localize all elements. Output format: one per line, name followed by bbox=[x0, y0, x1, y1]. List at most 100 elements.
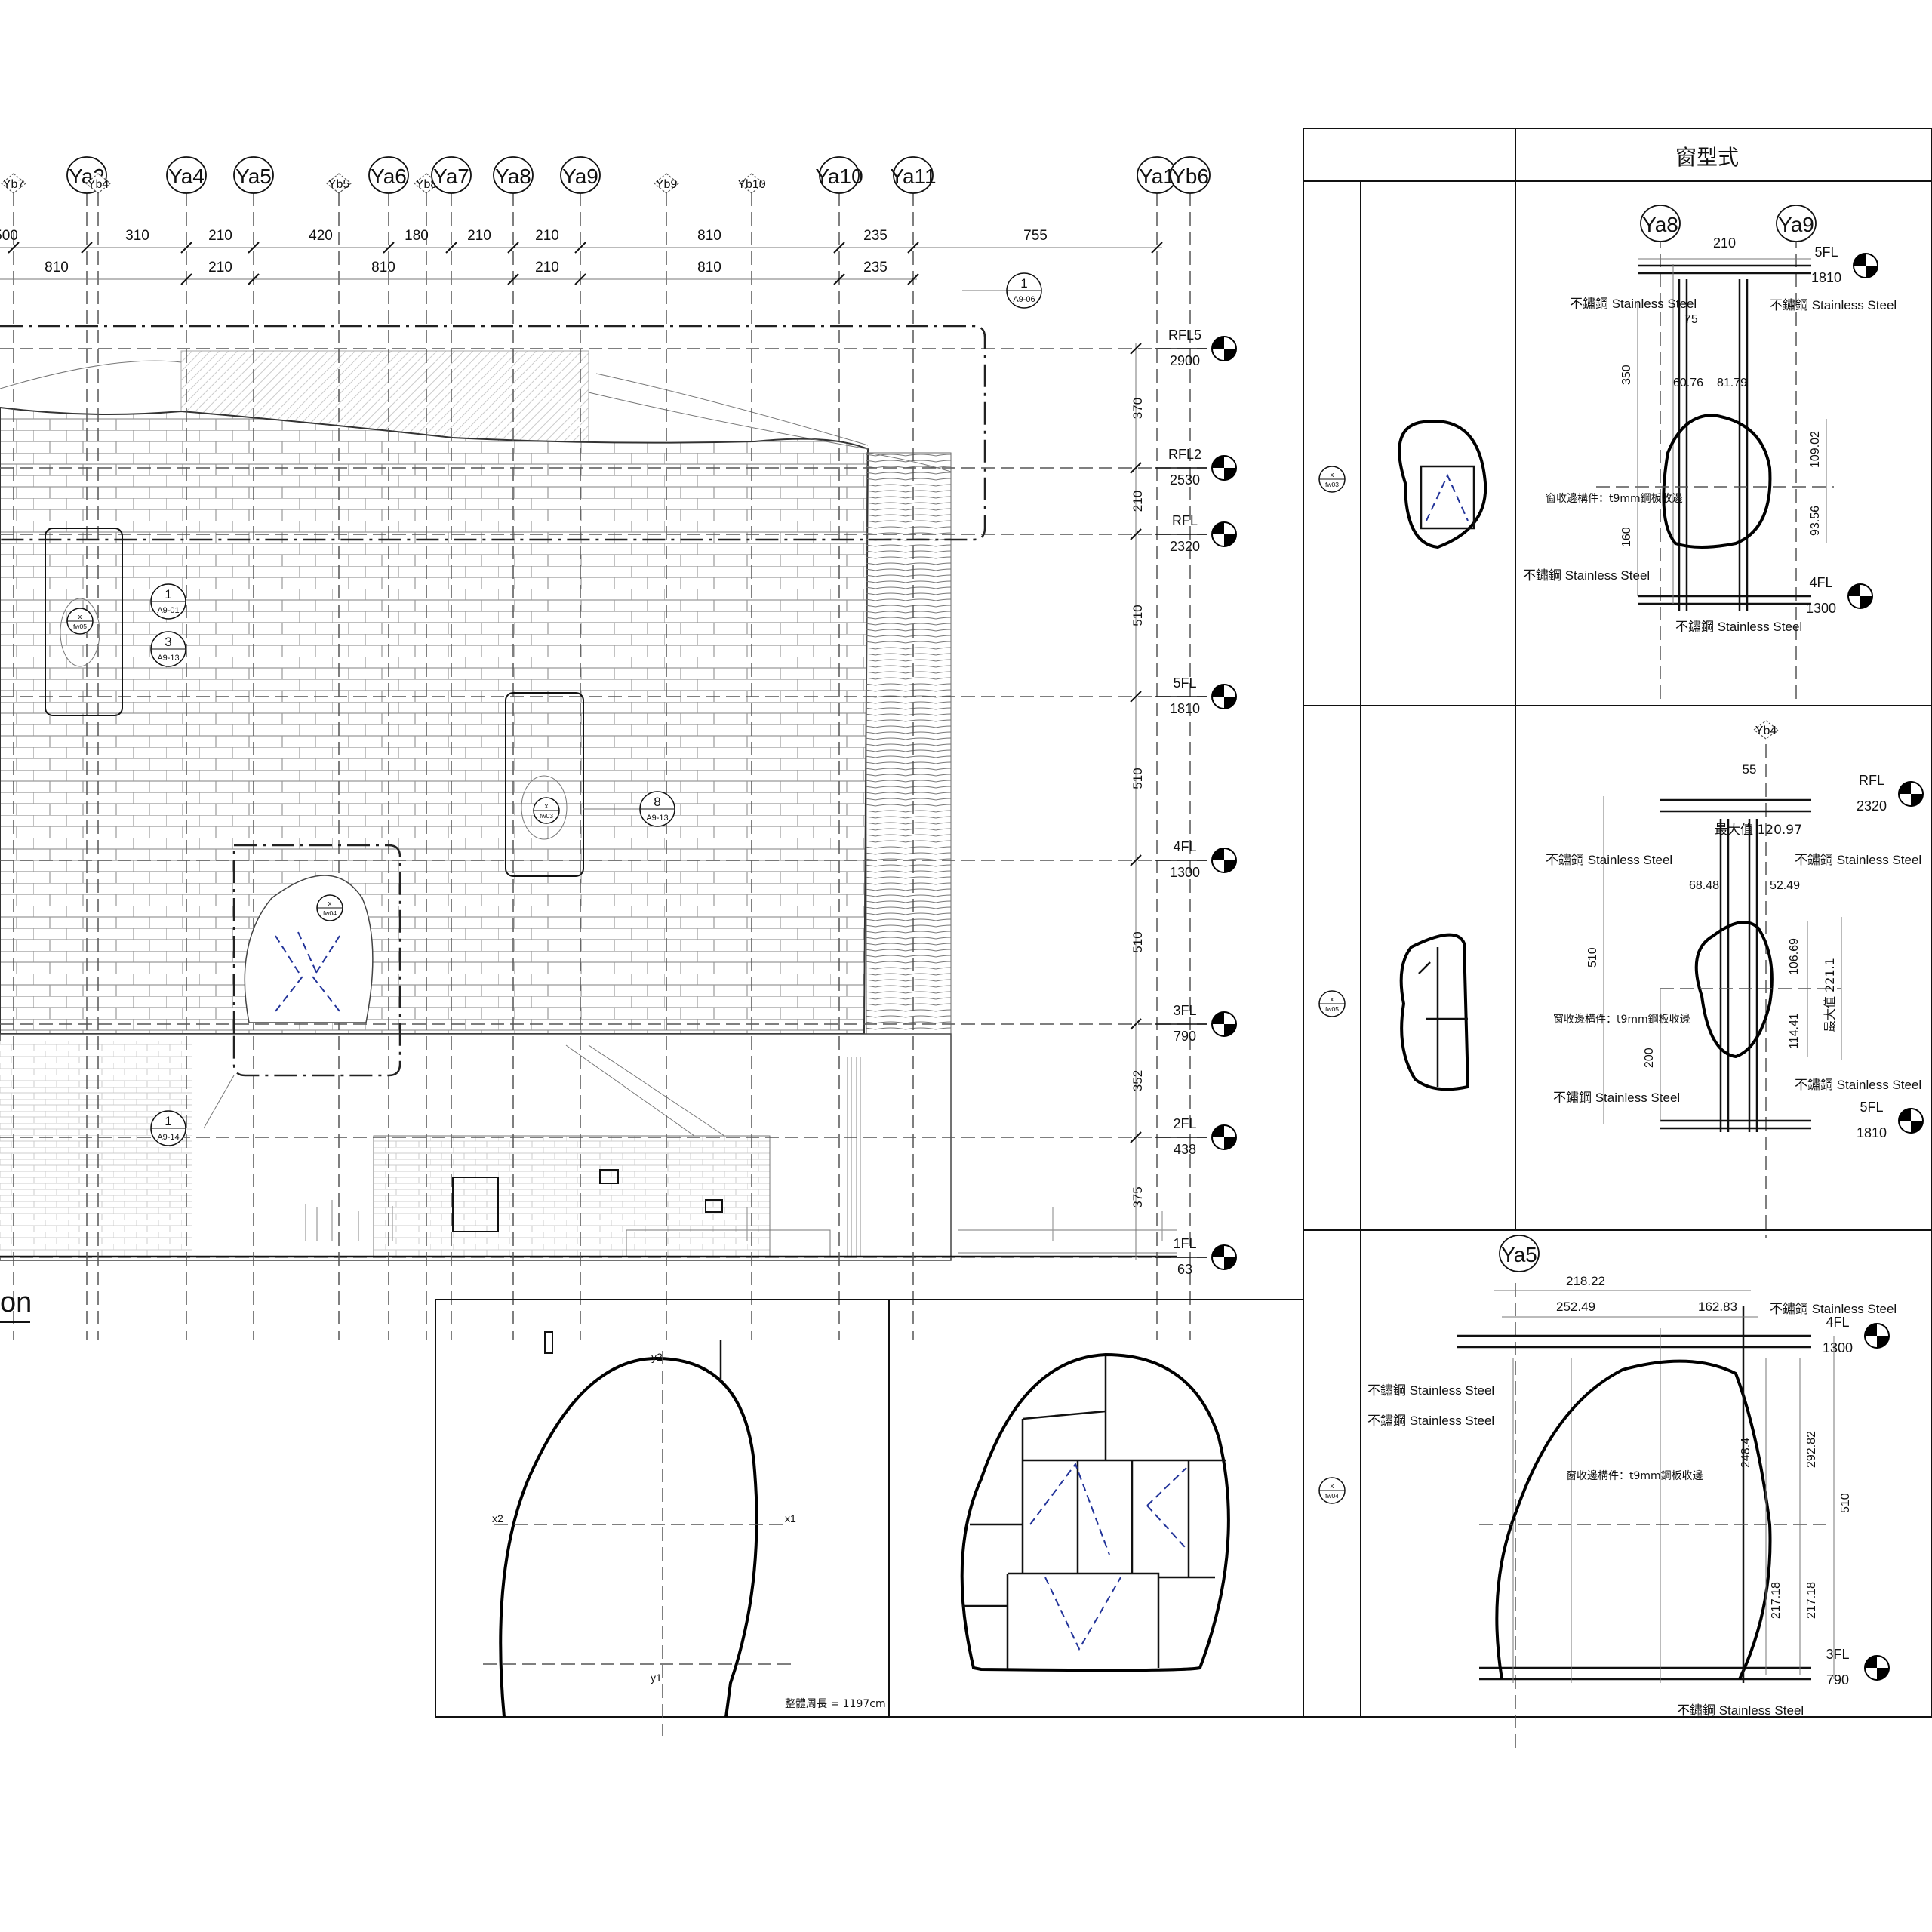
level-marker-fill bbox=[1854, 254, 1878, 278]
callout-sheet: A9-01 bbox=[157, 606, 179, 615]
fw04-ss-label: 不鏽鋼 Stainless Steel bbox=[1677, 1703, 1804, 1718]
fw05-dim: 最大值 221.1 bbox=[1823, 958, 1837, 1032]
fw04-dim: 292.82 bbox=[1805, 1431, 1818, 1468]
fw04-level-bottom-value: 790 bbox=[1826, 1672, 1849, 1687]
fw03-axis-Ya9 bbox=[1776, 205, 1817, 242]
level-spacing-value: 510 bbox=[1131, 605, 1145, 626]
axis-bubble-Ya8 bbox=[493, 156, 534, 194]
level-marker-fill bbox=[1865, 1656, 1889, 1680]
callout-sheet: A9-13 bbox=[646, 814, 668, 823]
fw05-ss-label: 不鏽鋼 Stainless Steel bbox=[1546, 853, 1672, 867]
dim-tick bbox=[507, 242, 519, 254]
dim-second-value: 235 bbox=[863, 260, 888, 275]
axis-bubble-Ya6 bbox=[368, 156, 409, 194]
dim-tick bbox=[248, 273, 260, 285]
fw03-ss-label: 不鏽鋼 Stainless Steel bbox=[1770, 298, 1897, 312]
fw03-level-bottom-value: 1300 bbox=[1806, 601, 1836, 616]
level-spacing-value: 370 bbox=[1131, 398, 1145, 419]
fw04-dim: 217.18 bbox=[1770, 1582, 1783, 1619]
dim-top-value: 235 bbox=[863, 228, 888, 244]
dim-tick bbox=[507, 273, 519, 285]
axis-bubble-Ya5 bbox=[233, 156, 274, 194]
level-spacing-tick bbox=[1130, 1018, 1142, 1030]
level-marker-fill bbox=[1212, 337, 1236, 361]
level-name-2FL: 2FL bbox=[1173, 1116, 1196, 1131]
fw05-dim: 68.48 bbox=[1689, 879, 1719, 892]
dim-tick bbox=[907, 242, 919, 254]
fw03-dim-top: 210 bbox=[1713, 235, 1736, 251]
window-tag-fw03-x: x bbox=[545, 802, 549, 810]
dimension-row-top: 500310210420180210210810235755 bbox=[0, 228, 1163, 254]
row-tag-fw03-x: x bbox=[1331, 471, 1334, 478]
table-thumbnails bbox=[1398, 419, 1487, 1091]
axis-label-Yb10: Yb10 bbox=[737, 178, 765, 191]
axis-label-Ya1: Ya1 bbox=[1139, 165, 1175, 188]
geometry-label-y1: y1 bbox=[651, 1672, 662, 1684]
level-value-RFL: 2320 bbox=[1170, 539, 1200, 554]
fw03-dim: 93.56 bbox=[1809, 506, 1822, 536]
geometry-label-x2: x2 bbox=[492, 1512, 503, 1524]
level-marker-fill bbox=[1865, 1324, 1889, 1348]
axis-bubble-Yb6 bbox=[1170, 156, 1211, 194]
callout-number: 1 bbox=[165, 1114, 171, 1128]
fw04-dim-top: 252.49 bbox=[1556, 1300, 1595, 1314]
dim-second-value: 810 bbox=[45, 260, 69, 275]
level-name-3FL: 3FL bbox=[1173, 1003, 1196, 1018]
axis-bubble-Ya7 bbox=[431, 156, 472, 194]
axis-label-Yb4: Yb4 bbox=[88, 178, 109, 191]
fw04-ss-label: 不鏽鋼 Stainless Steel bbox=[1367, 1414, 1494, 1428]
callout-number: 3 bbox=[165, 635, 171, 649]
axis-bubble-Ya4 bbox=[166, 156, 207, 194]
dim-top-value: 420 bbox=[309, 228, 333, 244]
fw03-axis-Ya8 bbox=[1640, 205, 1681, 242]
level-marker-fill bbox=[1212, 1012, 1236, 1036]
fw05-dim: 52.49 bbox=[1770, 879, 1800, 892]
axis-bubble-Yb4 bbox=[85, 173, 111, 194]
level-name-4FL: 4FL bbox=[1173, 839, 1196, 854]
window-tag-fw04-code: fw04 bbox=[323, 909, 337, 917]
level-value-5FL: 1810 bbox=[1170, 701, 1200, 716]
fw03-edge-note: 窗收邊構件：t9mm鋼板收邊 bbox=[1546, 492, 1683, 505]
fw04-level-top-name: 4FL bbox=[1826, 1315, 1849, 1330]
fw03-dim: 160 bbox=[1620, 527, 1633, 547]
level-name-1FL: 1FL bbox=[1173, 1236, 1196, 1251]
axis-label-Yb8: Yb8 bbox=[416, 178, 438, 191]
dim-second-value: 210 bbox=[208, 260, 232, 275]
fw03-axis-Ya8-label: Ya8 bbox=[1642, 213, 1678, 236]
level-marker-fill bbox=[1212, 522, 1236, 546]
level-spacing-tick bbox=[1130, 462, 1142, 474]
window-tag-fw05-code: fw05 bbox=[73, 623, 87, 630]
fw03-level-top-value: 1810 bbox=[1811, 270, 1841, 285]
fw04-level-bottom-name: 3FL bbox=[1826, 1647, 1849, 1662]
level-value-1FL: 63 bbox=[1177, 1262, 1192, 1277]
axis-label-Yb9: Yb9 bbox=[656, 178, 678, 191]
fw04-dim: 217.18 bbox=[1805, 1582, 1818, 1619]
fw05-level-bottom-name: 5FL bbox=[1860, 1100, 1883, 1115]
dim-second-value: 210 bbox=[535, 260, 559, 275]
fw04-level-top-value: 1300 bbox=[1823, 1340, 1853, 1355]
dim-second-value: 810 bbox=[697, 260, 721, 275]
fw03-ss-label: 不鏽鋼 Stainless Steel bbox=[1523, 568, 1650, 583]
dim-top-value: 180 bbox=[405, 228, 429, 244]
fw04-ss-label: 不鏽鋼 Stainless Steel bbox=[1770, 1302, 1897, 1316]
fw05-level-top-value: 2320 bbox=[1857, 798, 1887, 814]
level-lines bbox=[0, 348, 1208, 1258]
level-marker-fill bbox=[1848, 584, 1872, 608]
dim-tick bbox=[81, 242, 93, 254]
dim-top-value: 500 bbox=[0, 228, 18, 244]
dim-tick bbox=[180, 273, 192, 285]
fw03-dim: 75 bbox=[1684, 313, 1698, 326]
axis-label-Ya9: Ya9 bbox=[562, 165, 598, 188]
dim-second-value: 810 bbox=[371, 260, 395, 275]
fw05-dim: 200 bbox=[1643, 1048, 1656, 1068]
dim-tick bbox=[907, 273, 919, 285]
geometry-label-x1: x1 bbox=[785, 1512, 796, 1524]
detail-fw03: 210 不鏽鋼 Stainless Steel 不鏽鋼 Stainless St… bbox=[1523, 234, 1897, 702]
fw03-dim: 350 bbox=[1620, 365, 1633, 385]
elevation-title: on bbox=[0, 1287, 32, 1318]
grid-axis-lines bbox=[13, 192, 1191, 1340]
